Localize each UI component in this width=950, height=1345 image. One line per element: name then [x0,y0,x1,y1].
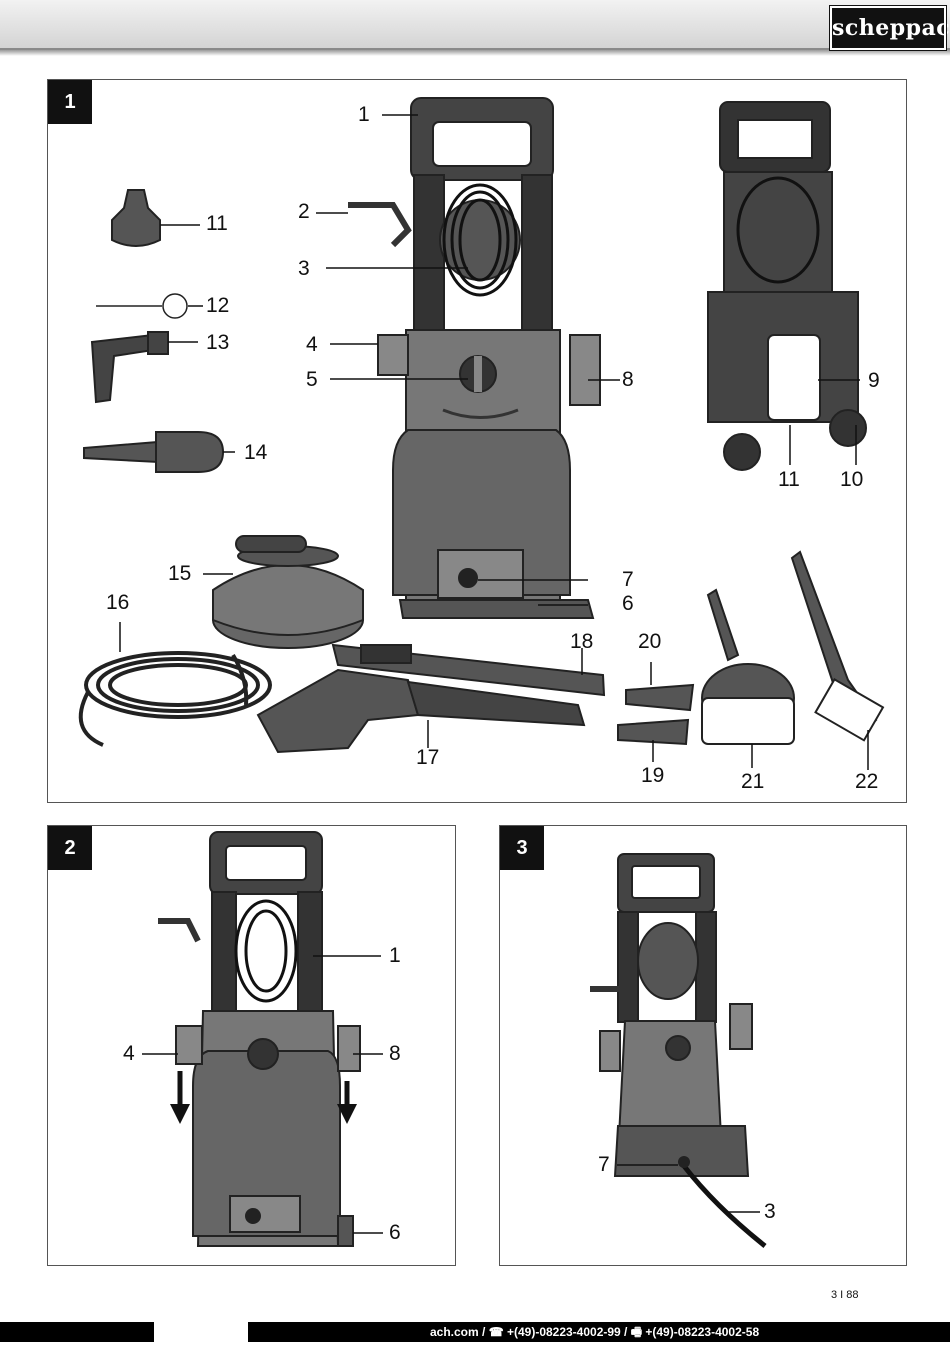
callout-17: 17 [416,746,440,769]
panel2-callout-4: 4 [123,1042,135,1065]
callout-3: 3 [298,257,310,280]
panel-number-3: 3 [500,826,544,870]
figure-panel-3: 3 7 3 [499,825,907,1266]
callout-12: 12 [206,294,230,317]
callout-8: 8 [622,368,634,391]
nozzles-19-20-drawing [617,683,695,746]
angled-nozzle-13-drawing [90,331,169,404]
callout-4: 4 [306,333,318,356]
callout-19: 19 [641,764,665,787]
callout-2: 2 [298,200,310,223]
panel2-callout-6: 6 [389,1221,401,1244]
callout-11: 11 [206,212,228,235]
cleaning-needle-12-drawing [96,293,188,319]
header-shadow [0,50,950,56]
panel3-callout-7: 7 [598,1153,610,1176]
down-arrows [170,1071,357,1124]
callout-13: 13 [206,331,230,354]
hose-16-drawing [78,651,272,747]
callout-20: 20 [638,630,662,653]
panel-number-2: 2 [48,826,92,870]
panel-number-1: 1 [48,80,92,124]
callout-15: 15 [168,562,192,585]
nozzle-connector-11-drawing [111,189,161,247]
figure-panel-1: 1 [47,79,907,803]
callout-6: 6 [622,592,634,615]
callout-18: 18 [570,630,594,653]
rear-view-washer-drawing [707,101,867,471]
figure-panel-2: 2 [47,825,456,1266]
spray-gun-17-drawing [256,643,606,754]
brand-logo: scheppach [829,5,950,51]
main-washer-drawing [348,97,601,619]
washer-assembly-illustration [142,831,383,1247]
footer-contact-text: ach.com / ☎ +(49)-08223-4002-99 / 🖷 +(49… [430,1325,760,1339]
callout-7: 7 [622,568,634,591]
surface-cleaner-15-drawing [212,535,364,649]
callout-9: 9 [868,369,880,392]
rotary-nozzle-14-drawing [83,431,225,473]
callout-21: 21 [741,770,765,793]
callout-16: 16 [106,591,130,614]
callout-22: 22 [855,770,879,793]
panel2-callout-1: 1 [389,944,401,967]
panel2-callout-8: 8 [389,1042,401,1065]
callout-14: 14 [244,441,268,464]
hose-connection-illustration [590,853,767,1248]
callout-1: 1 [358,103,370,126]
panel3-callout-3: 3 [764,1200,776,1223]
pressure-washer-parts-illustration [78,97,885,770]
page-number: 3 I 88 [831,1289,859,1301]
leader-lines [119,114,869,770]
callout-5: 5 [306,368,318,391]
washing-brushes-21-22-drawing [701,550,885,745]
callout-10: 10 [840,468,864,491]
footer-bar-right [248,1322,950,1342]
header-band [0,0,950,50]
footer-bar-left [0,1322,154,1342]
callout-11-rear: 11 [778,468,800,491]
